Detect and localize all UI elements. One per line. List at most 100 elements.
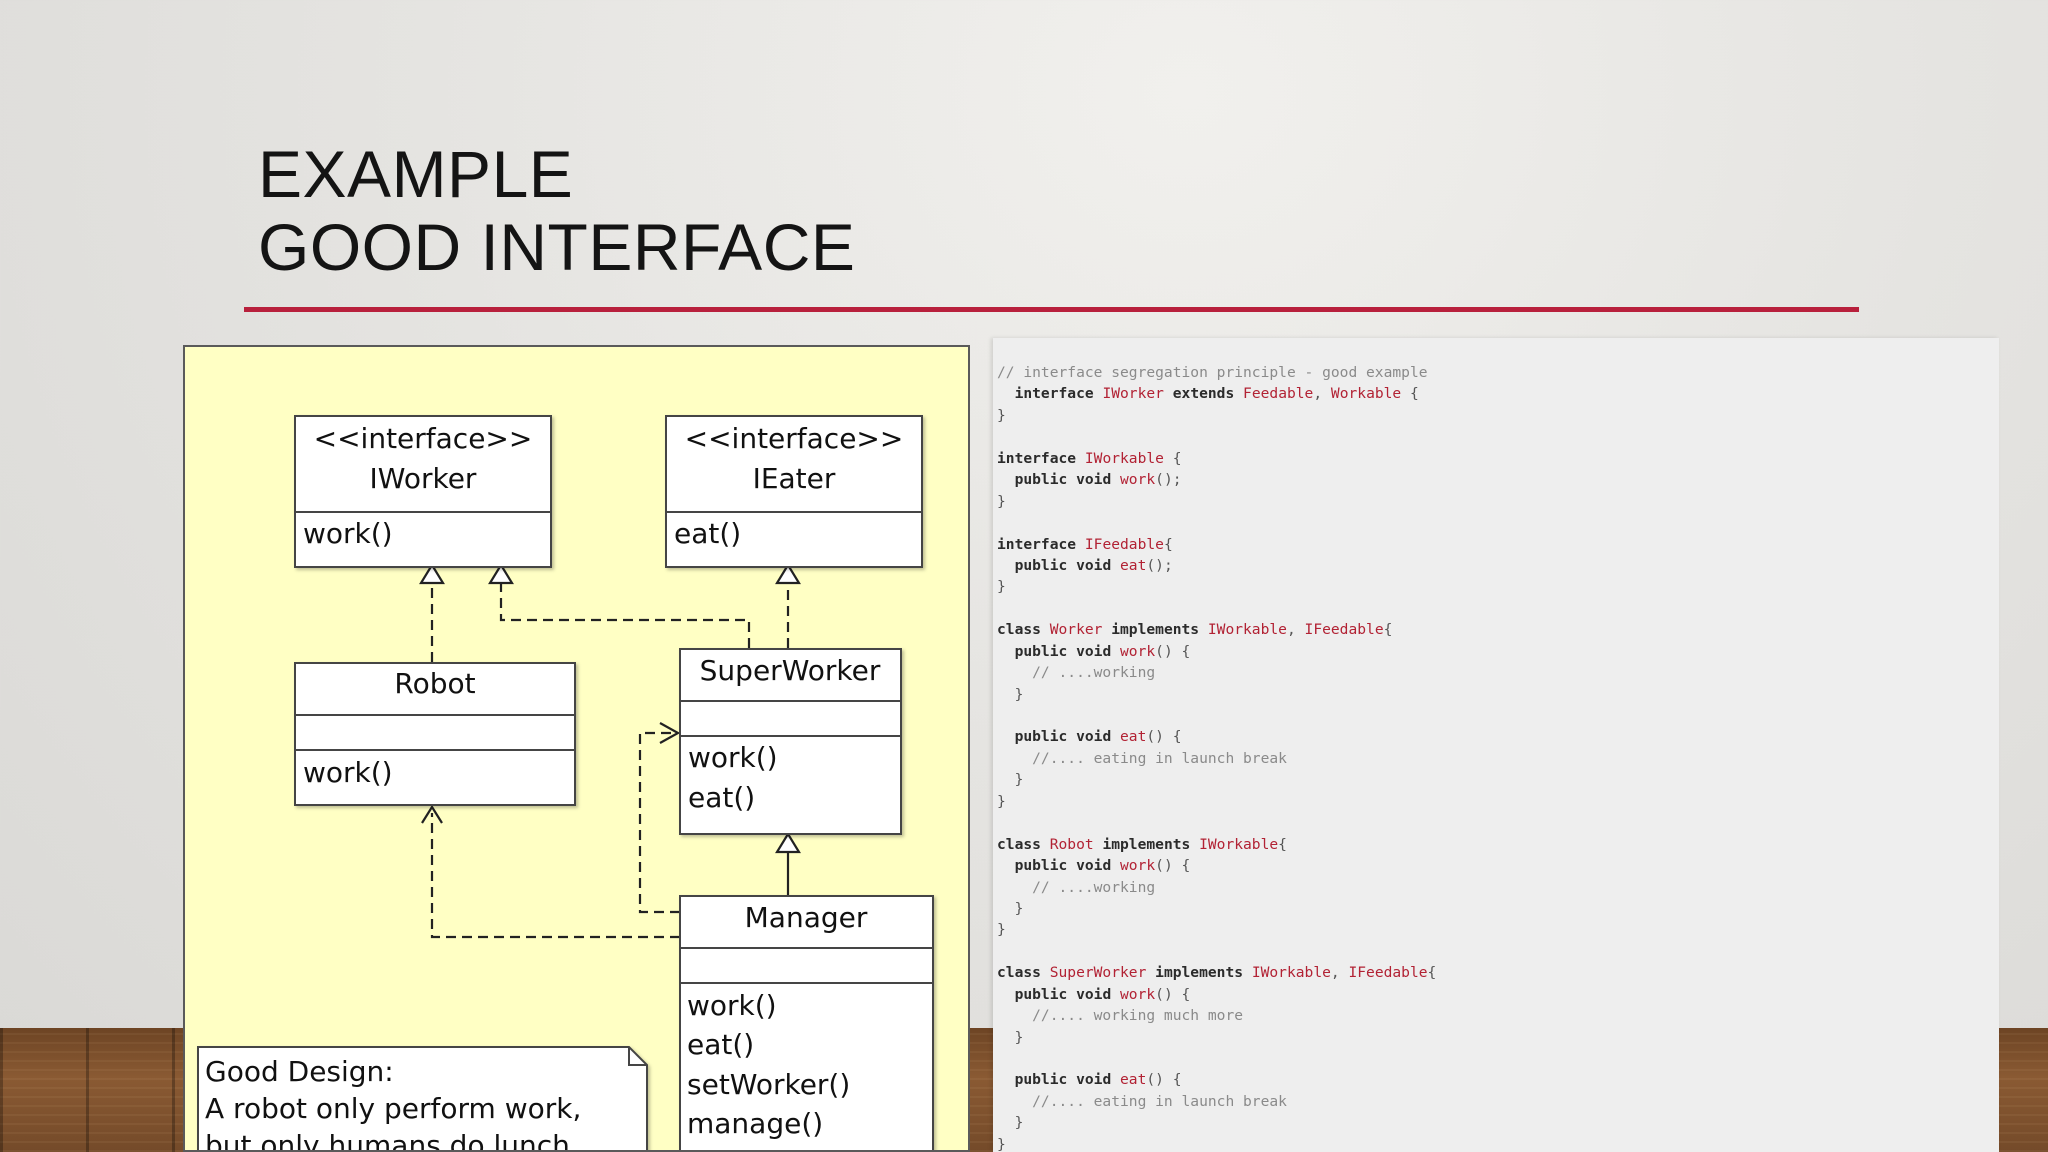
code-token: ,: [1313, 385, 1331, 403]
code-line: }: [997, 1134, 1436, 1152]
hollow-triangle-arrow: [775, 562, 801, 585]
code-token: }: [997, 899, 1024, 917]
code-token: implements: [1093, 835, 1200, 853]
manager-name: Manager: [745, 901, 868, 934]
code-token: IFeedable: [1348, 964, 1428, 982]
class-box-robot: [294, 662, 576, 806]
code-line: }: [997, 1027, 1436, 1048]
code-line: }: [997, 791, 1436, 812]
code-line: }: [997, 491, 1436, 512]
manager-to-robot-link: [430, 813, 680, 939]
code-token: () {: [1155, 985, 1191, 1003]
code-token: IFeedable: [1304, 621, 1384, 639]
code-token: public void: [1014, 1071, 1121, 1089]
code-token: () {: [1155, 857, 1191, 875]
code-line: class Worker implements IWorkable, IFeed…: [997, 619, 1436, 640]
code-token: }: [997, 1028, 1024, 1046]
iworker-stereotype: <<interface>>: [314, 422, 533, 455]
code-token: interface: [997, 449, 1085, 467]
code-token: implements: [1146, 964, 1252, 982]
code-token: }: [997, 1114, 1024, 1132]
code-line: interface IWorkable {: [997, 448, 1436, 469]
uml-class-diagram: <<interface>> IWorker work() <<interface…: [183, 345, 970, 1152]
ieater-stereotype: <<interface>>: [685, 422, 904, 455]
code-token: interface: [997, 535, 1085, 553]
code-token: ,: [1286, 621, 1305, 639]
code-line: public void work();: [997, 469, 1436, 490]
iworker-method: work(): [303, 517, 393, 550]
hollow-triangle-arrow: [488, 562, 514, 585]
class-box-superworker: [679, 648, 902, 835]
code-line: public void eat() {: [997, 1069, 1436, 1090]
class-box-iworker: [294, 415, 552, 568]
code-token: public void: [1014, 556, 1121, 574]
code-token: // ....working: [997, 878, 1156, 896]
code-token: {: [1278, 835, 1287, 853]
code-token: }: [997, 771, 1024, 789]
code-line: public void work() {: [997, 855, 1436, 876]
code-token: Robot: [1049, 835, 1094, 853]
code-line: class Robot implements IWorkable{: [997, 834, 1436, 855]
code-token: IWorkable: [1199, 835, 1279, 853]
code-line: // ....working: [997, 877, 1436, 898]
code-token: class: [997, 835, 1050, 853]
code-token: () {: [1155, 642, 1191, 660]
code-token: [997, 728, 1015, 745]
code-token: SuperWorker: [1049, 964, 1147, 982]
note-line: but only humans do lunch.: [205, 1129, 579, 1152]
code-token: public void: [1014, 728, 1121, 746]
code-token: Feedable: [1243, 385, 1314, 403]
code-token: {: [1163, 449, 1182, 467]
manager-method: manage(): [687, 1107, 823, 1140]
iworker-name: IWorker: [370, 462, 477, 495]
code-token: }: [997, 921, 1006, 939]
code-token: // ....working: [997, 664, 1156, 682]
robot-name: Robot: [394, 667, 475, 700]
code-token: class: [997, 964, 1050, 982]
class-box-manager: [679, 895, 934, 1150]
code-line: }: [997, 769, 1436, 790]
code-line: }: [997, 1112, 1436, 1133]
code-token: {: [1401, 385, 1419, 403]
code-token: //.... eating in launch break: [997, 749, 1287, 767]
code-token: eat: [1120, 556, 1147, 574]
robot-method: work(): [303, 756, 393, 789]
ieater-method: eat(): [674, 517, 741, 550]
manager-method: eat(): [687, 1028, 754, 1061]
code-panel: // interface segregation principle - goo…: [993, 338, 1999, 1152]
code-line: [997, 941, 1436, 962]
code-token: work: [1120, 471, 1156, 489]
code-token: work: [1120, 985, 1156, 1003]
code-token: [997, 643, 1015, 660]
code-token: IWorkable: [1084, 449, 1164, 467]
code-line: public void work() {: [997, 984, 1436, 1005]
code-token: Worker: [1049, 621, 1103, 639]
code-line: }: [997, 898, 1436, 919]
code-token: [997, 857, 1015, 874]
code-line: // ....working: [997, 662, 1436, 683]
slide-title: EXAMPLE GOOD INTERFACE: [258, 138, 855, 284]
code-token: IWorker: [1102, 385, 1164, 403]
code-token: eat: [1120, 728, 1147, 746]
superworker-to-iworker-link: [499, 581, 751, 648]
class-box-ieater: [665, 415, 923, 568]
code-token: // interface segregation principle - goo…: [997, 364, 1428, 381]
manager-to-superworker-link: [638, 731, 680, 914]
code-line: }: [997, 405, 1436, 426]
code-token: ();: [1155, 471, 1182, 489]
code-line: class SuperWorker implements IWorkable, …: [997, 962, 1436, 983]
code-token: work: [1120, 857, 1156, 875]
code-token: {: [1163, 535, 1173, 553]
code-line: }: [997, 576, 1436, 597]
open-arrow: [421, 804, 443, 824]
note-line: Good Design:: [205, 1055, 394, 1088]
code-line: //.... eating in launch break: [997, 748, 1436, 769]
title-underline: [244, 307, 1859, 312]
code-token: work: [1120, 642, 1156, 660]
code-token: public void: [1014, 857, 1121, 875]
superworker-name: SuperWorker: [700, 654, 881, 687]
note-line: A robot only perform work,: [205, 1092, 581, 1125]
code-token: IWorkable: [1251, 964, 1331, 982]
manager-method: setWorker(): [687, 1068, 850, 1101]
code-token: interface: [1014, 385, 1103, 403]
